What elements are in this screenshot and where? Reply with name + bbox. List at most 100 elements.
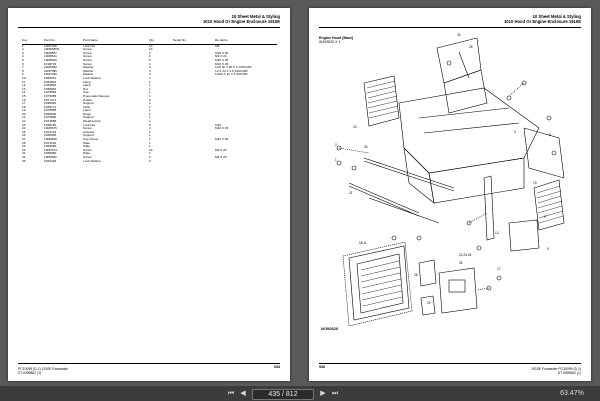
table-cell: 1 [149, 79, 151, 84]
callout-label: 2 [335, 143, 337, 147]
table-cell: 24 [22, 126, 26, 131]
table-cell: 12 [22, 83, 26, 88]
table-cell: 24M7095 [44, 68, 57, 73]
table-cell: F074146 [44, 140, 57, 145]
header-chapter: 10 Sheet Metal & Styling [532, 14, 581, 19]
header-section: 1010 Hood Or Engine Enclosure 1910E [503, 19, 581, 24]
table-cell: F064891 [44, 79, 57, 84]
footer-ref: ST IN99862 (1) [557, 371, 581, 375]
section-subtitle: WJ00620 X 1 [319, 40, 341, 45]
table-cell: 13 X 24 X 2.5 1000 MM [215, 68, 248, 73]
table-cell: Screw [83, 50, 92, 55]
table-cell: 24M5382 [44, 65, 57, 70]
table-cell: 19M8662 [44, 155, 57, 159]
table-cell: 1 [149, 83, 151, 88]
callout-label: 21 [349, 191, 353, 195]
table-cell: 1 [149, 129, 151, 134]
table-cell: 32 [22, 155, 26, 159]
table-cell: Plate [83, 151, 91, 156]
table-cell: 10.5 ID X 20 X 2 1000 MM [215, 65, 252, 70]
table-cell: 13 [149, 47, 153, 52]
table-cell: F064426 [44, 158, 57, 163]
zoom-level[interactable]: 63.47% [560, 390, 584, 397]
table-cell: Holder [83, 97, 93, 102]
callout-label: 9 [544, 215, 546, 219]
table-cell: Cap Screw [83, 137, 99, 142]
table-cell: 10 [22, 75, 26, 80]
table-cell: 23 [149, 147, 153, 152]
column-header: Part Name [83, 38, 149, 45]
callout-label: 19 [533, 181, 537, 185]
table-cell: M8 X 25 [215, 155, 227, 159]
table-cell: Lock Nut [83, 43, 96, 48]
table-cell: Grille [83, 104, 91, 109]
table-cell: 19M8675 [44, 126, 57, 131]
table-cell: Pneumatic Damper [83, 93, 110, 98]
table-cell: 13 [22, 86, 26, 91]
table-cell: Support [83, 101, 94, 106]
table-cell: 9 [22, 72, 24, 77]
table-cell: F064894 [44, 83, 57, 88]
table-cell: Latch [83, 83, 91, 88]
table-cell: F698020 [44, 101, 57, 106]
callout-label: 3 [514, 130, 516, 134]
last-page-icon[interactable]: ⏭ [331, 390, 339, 397]
table-cell: 1 [149, 108, 151, 113]
table-cell: 1 [149, 140, 151, 145]
table-cell: Actuator [83, 129, 95, 134]
callout-label: 18,11 [359, 241, 367, 245]
header-chapter: 10 Sheet Metal & Styling [231, 14, 280, 19]
prev-page-icon[interactable]: ◀ [240, 390, 246, 397]
first-page-icon[interactable]: ⏮ [227, 390, 235, 397]
table-cell: Washer [83, 65, 94, 70]
table-cell: 6 [149, 122, 151, 127]
table-cell: 11 [22, 79, 26, 84]
callout-label: 8 [549, 133, 551, 137]
header-section: 1010 Hood Or Engine Enclosure 1910E [202, 19, 280, 24]
table-cell: 2 [149, 155, 151, 159]
viewer-toolbar: ⏮ ◀ 435 / 812 ▶ ⏭ 63.47% [0, 386, 600, 401]
table-cell: Screw [83, 47, 92, 52]
table-cell: 1 [149, 144, 151, 149]
table-cell: Nut [83, 86, 88, 91]
table-cell: 4 [149, 72, 151, 77]
callout-label: 30 [364, 145, 368, 149]
table-cell: 19M7874 [44, 147, 57, 152]
table-cell: M10 X 35 [215, 57, 229, 62]
table-cell: 1 [149, 101, 151, 106]
table-cell: M8 X 20 [215, 147, 227, 152]
next-page-icon[interactable]: ▶ [320, 390, 326, 397]
callout-label: 5 [547, 247, 549, 251]
page-indicator[interactable]: 435 / 812 [252, 389, 314, 400]
callout-label: 20 [353, 125, 357, 129]
table-cell: Lock Washer [83, 75, 101, 80]
table-cell: Screw [83, 61, 92, 66]
column-header: Key [22, 38, 44, 45]
table-cell: 21 [22, 115, 26, 120]
table-cell: M10 X 25 [215, 126, 229, 131]
table-cell [215, 160, 277, 164]
table-cell: 19M8649 [44, 137, 57, 142]
page-footer: 1910E Forwarder PC10099 (D.1) ST IN99862… [531, 367, 581, 375]
section-title: Engine Hood (Base) WJ00620 X 1 [319, 36, 353, 44]
exploded-parts-drawing: 332521302038192122,23,2418,1126591713292… [335, 33, 565, 327]
table-cell: 27 [22, 137, 26, 142]
table-cell: Washer [83, 68, 94, 73]
table-cell: 23 [22, 122, 26, 127]
table-cell: 19M8386N [44, 47, 60, 52]
